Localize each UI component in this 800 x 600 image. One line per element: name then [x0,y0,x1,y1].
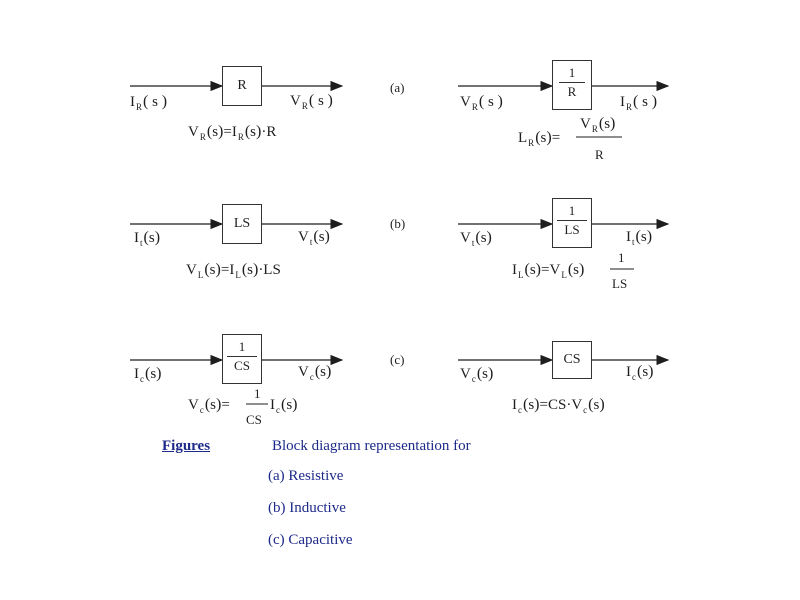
equation-a-right-num: VR(s) [580,115,616,135]
signal-b-left-in: It(s) [134,229,161,249]
equation-c-left-den: CS [246,412,262,427]
caption-item-resistive: (a) Resistive [268,468,344,484]
caption-item-capacitive: (c) Capacitive [268,532,353,548]
tag-c: (c) [390,352,405,367]
signal-b-right-out: It(s) [626,228,653,248]
signal-b-right-in: Vt(s) [460,229,492,249]
equation-b-left: VL(s)=IL(s)·LS [186,261,281,281]
equation-c-right: Ic(s)=CS·Vc(s) [512,396,605,416]
equation-c-left-num: 1 [254,386,261,401]
equation-b-right-den: LS [612,276,628,291]
tag-a: (a) [390,80,405,95]
signal-a-right-in: VR( s ) [460,93,503,113]
signal-c-right-in: Vc(s) [460,365,494,385]
equation-a-right-den: R [595,147,604,162]
signal-a-left-out: VR( s ) [290,92,333,112]
signal-c-left-in: Ic(s) [134,365,162,385]
block-a-left-label: R [237,78,247,93]
caption-text: Block diagram representation for [272,438,471,454]
equation-c-left-rhs: Ic(s) [270,396,298,416]
signal-a-left-in: IR( s ) [130,93,168,113]
caption-title: Figures [162,438,211,454]
caption-item-inductive: (b) Inductive [268,500,346,516]
equation-c-left-lhs: Vc(s)= [188,396,230,416]
block-c-right-label: CS [563,352,581,367]
signal-a-right-out: IR( s ) [620,93,658,113]
block-c-right: CS [552,341,592,379]
tag-b: (b) [390,216,406,231]
equation-b-right: IL(s)=VL(s) [512,261,585,281]
block-a-left: R [222,66,262,106]
signal-c-left-out: Vc(s) [298,363,332,383]
signal-b-left-out: Vt(s) [298,228,330,248]
block-b-left: LS [222,204,262,244]
equation-b-right-num: 1 [618,250,625,265]
equation-a-right-lhs: LR(s)= [518,129,561,149]
signal-c-right-out: Ic(s) [626,363,654,383]
block-b-left-label: LS [233,216,251,231]
equation-a-left: VR(s)=IR(s)·R [188,123,277,143]
